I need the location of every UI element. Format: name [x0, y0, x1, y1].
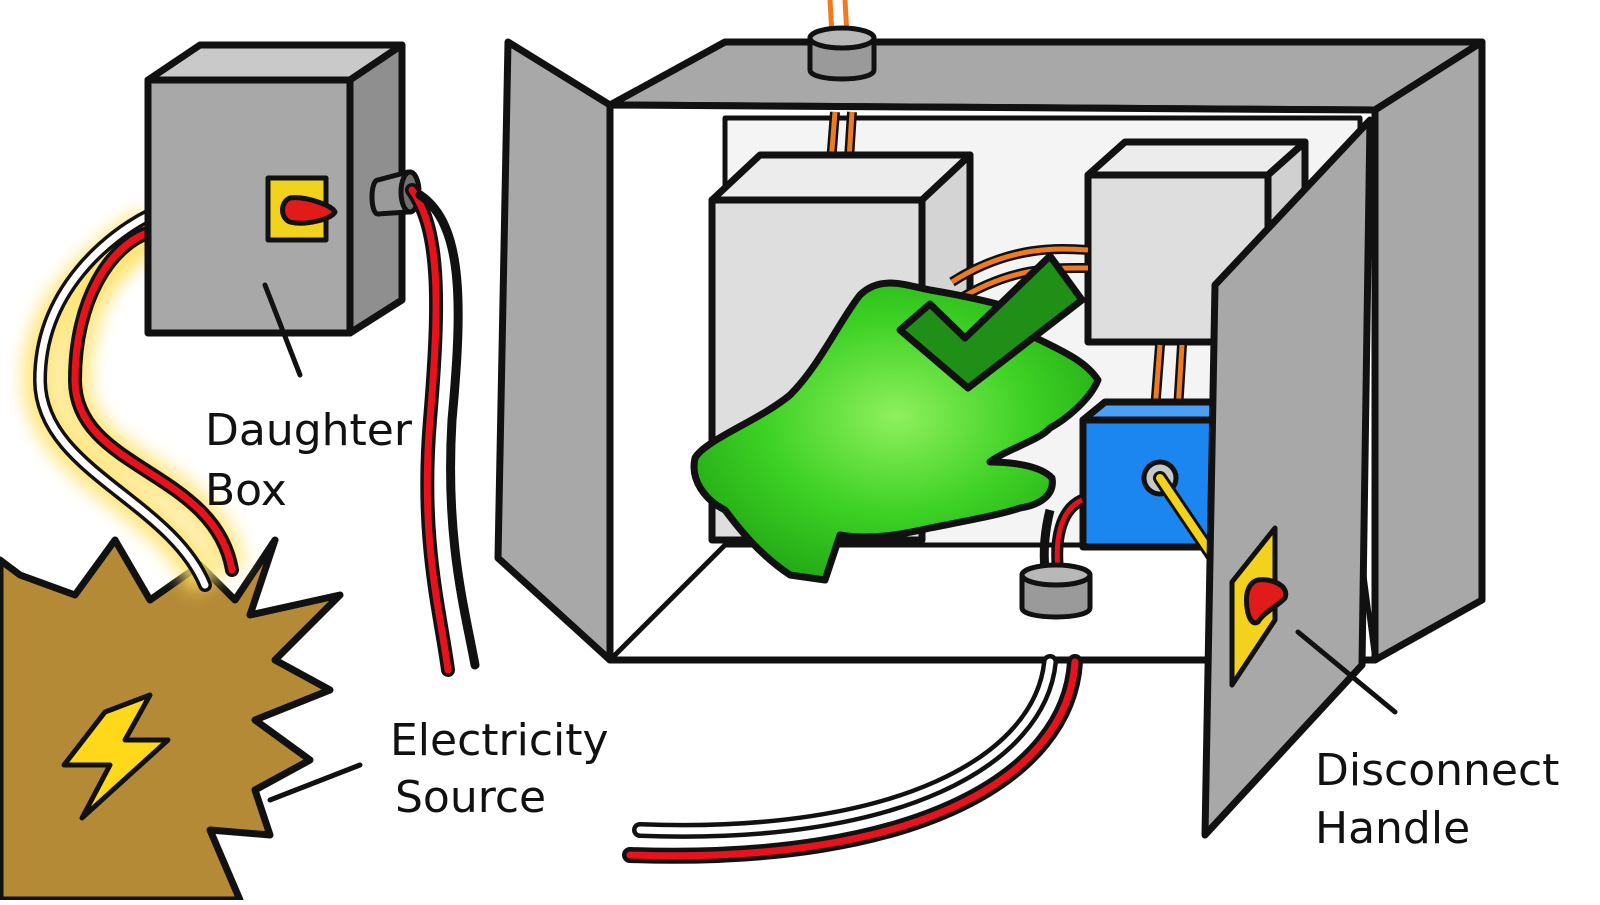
svg-text:Box: Box — [205, 465, 287, 516]
daughter-box-label-line2: Box — [205, 465, 287, 516]
svg-text:Source: Source — [395, 772, 546, 823]
daughter-box-output-wires — [405, 183, 480, 677]
daughter-box — [144, 41, 422, 378]
enclosure-output-cable — [622, 654, 1083, 864]
lightning-bolt-icon — [61, 692, 171, 821]
svg-text:Daughter: Daughter — [205, 405, 413, 456]
electricity-source-label-line1: Electricity — [390, 715, 609, 766]
glove-icon — [690, 252, 1102, 584]
right-door — [1201, 116, 1398, 839]
check-mark-icon — [896, 252, 1086, 392]
electricity-source-label-line2: Source — [395, 772, 546, 823]
electricity-source — [0, 536, 344, 904]
svg-text:Electricity: Electricity — [390, 715, 609, 766]
svg-text:Disconnect: Disconnect — [1315, 745, 1559, 796]
bottom-cable-gland — [1019, 494, 1093, 620]
disconnect-handle-label-line1: Disconnect — [1315, 745, 1559, 796]
disconnect-handle-label-line2: Handle — [1315, 803, 1470, 854]
svg-text:Handle: Handle — [1315, 803, 1470, 854]
live-wires — [22, 207, 245, 593]
disconnect-handle-label: Disconnect Handle — [1315, 745, 1559, 854]
daughter-box-label-line1: Daughter — [205, 405, 413, 456]
daughter-box-switch[interactable] — [265, 175, 338, 243]
disconnect-handle[interactable] — [1229, 525, 1289, 688]
daughter-box-label: Daughter Box — [205, 405, 413, 516]
electricity-source-label: Electricity Source — [267, 715, 609, 823]
